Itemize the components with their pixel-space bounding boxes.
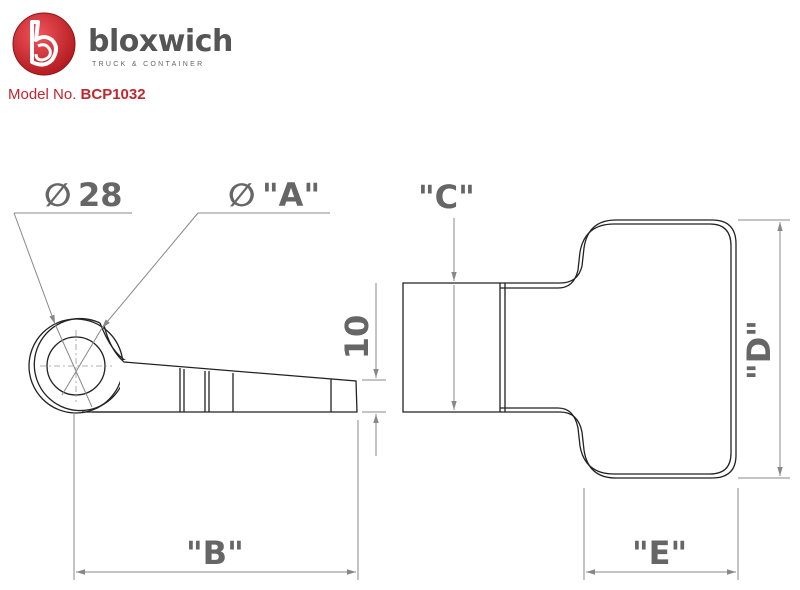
hole-centerlines xyxy=(40,330,112,402)
front-view-inner-outline xyxy=(500,223,732,475)
height-label: "D" xyxy=(740,320,778,380)
dim-thickness-lines xyxy=(362,283,386,456)
hole-diameter-value: 28 xyxy=(78,176,123,214)
dim-hole-leader xyxy=(13,212,132,408)
model-number-line: Model No. BCP1032 xyxy=(8,86,146,103)
logo-badge-icon xyxy=(12,12,76,76)
front-view xyxy=(402,219,737,479)
model-number: BCP1032 xyxy=(80,86,146,103)
width-label: "C" xyxy=(418,178,475,216)
front-view-outline xyxy=(402,219,737,479)
boss-diameter-symbol: ∅ xyxy=(228,176,255,214)
brand-tagline: TRUCK & CONTAINER xyxy=(92,61,205,68)
thickness-label: 10 xyxy=(338,315,376,360)
brand-name: bloxwich xyxy=(88,24,233,59)
model-label: Model No. xyxy=(8,86,77,103)
dim-height-lines xyxy=(738,219,790,479)
boss-diameter-value: "A" xyxy=(262,176,320,214)
dim-tab-lines xyxy=(583,488,739,580)
length-label: "B" xyxy=(186,534,244,572)
tab-length-label: "E" xyxy=(632,534,687,572)
dim-length-lines xyxy=(73,412,359,580)
dim-boss-leader xyxy=(61,212,330,396)
brand-logo: bloxwich TRUCK & CONTAINER xyxy=(8,10,268,80)
hole-diameter-symbol: ∅ xyxy=(44,176,71,214)
